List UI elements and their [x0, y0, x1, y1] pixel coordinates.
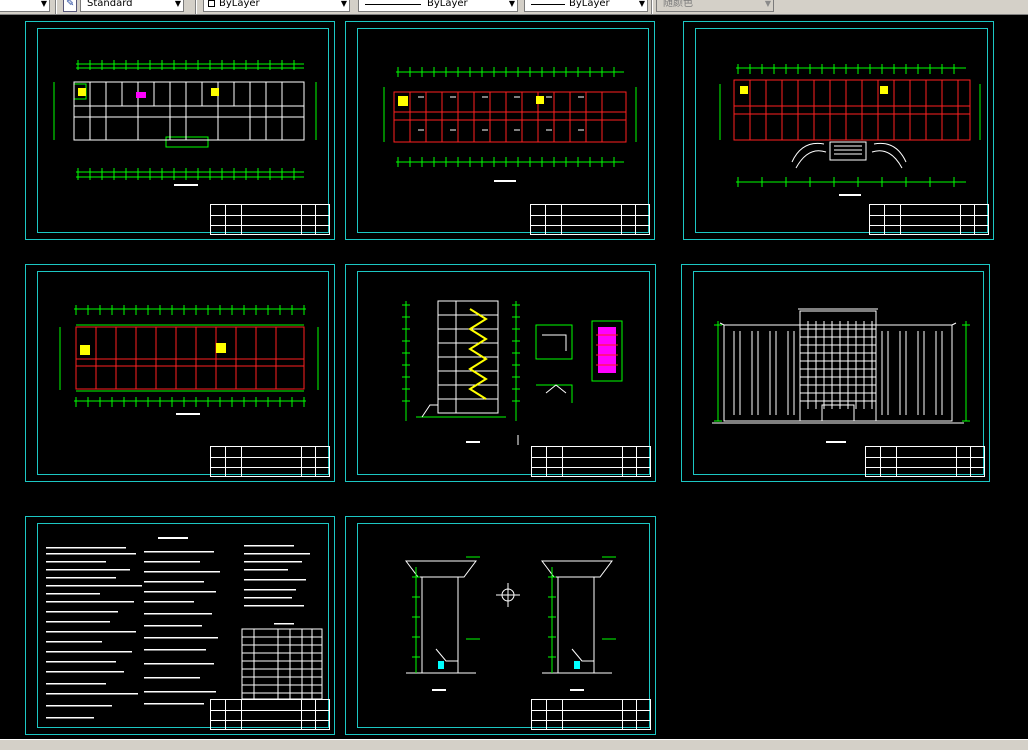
- sheet-inner-border: [357, 28, 649, 233]
- toolbar-left-dropdown[interactable]: ▼: [0, 0, 50, 12]
- toolbar-separator: [195, 0, 197, 14]
- title-block: [531, 446, 651, 477]
- floor-plan-drawing: [719, 64, 981, 196]
- linetype-value: ByLayer: [427, 0, 468, 9]
- status-bar: [0, 739, 1028, 750]
- sheet-inner-border: [37, 28, 329, 233]
- drawing-sheet-floor-plan-1[interactable]: [25, 21, 335, 240]
- floor-plan-drawing: [53, 60, 317, 186]
- text-style-manager-icon[interactable]: ✎: [63, 0, 77, 12]
- properties-toolbar: ▼ ✎ Standard ▼ ByLayer ▼ ByLayer ▼ ByLay…: [0, 0, 1028, 15]
- chevron-down-icon: ▼: [508, 0, 515, 8]
- title-block: [869, 204, 989, 235]
- title-block: [530, 204, 650, 235]
- sheet-inner-border: [357, 523, 650, 728]
- floor-plan-drawing: [59, 305, 319, 415]
- title-block: [865, 446, 985, 477]
- sheet-inner-border: [357, 271, 650, 475]
- wall-section-drawing: [405, 556, 616, 691]
- title-block: [210, 699, 330, 730]
- title-block: [210, 204, 330, 235]
- drawing-sheet-floor-plan-4[interactable]: [25, 264, 335, 482]
- toolbar-separator: [55, 0, 57, 14]
- plot-style-value: 随颜色: [663, 0, 693, 9]
- sheet-inner-border: [693, 271, 984, 475]
- text-style-value: Standard: [87, 0, 133, 9]
- title-block: [531, 699, 651, 730]
- plan-caption: [174, 184, 198, 186]
- floor-plan-drawing: [383, 67, 637, 182]
- drawing-sheet-floor-plan-2[interactable]: [345, 21, 655, 240]
- layer-color-dropdown[interactable]: ByLayer ▼: [203, 0, 350, 12]
- chevron-down-icon: ▼: [174, 0, 181, 8]
- elevation-drawing: [712, 308, 970, 443]
- drawing-sheet-section[interactable]: [345, 264, 656, 482]
- layer-color-value: ByLayer: [219, 0, 260, 9]
- drawing-sheet-floor-plan-3[interactable]: [683, 21, 994, 240]
- title-block: [210, 446, 330, 477]
- drawing-canvas[interactable]: [0, 15, 1028, 739]
- notes-drawing: [46, 537, 323, 719]
- lineweight-value: ByLayer: [569, 0, 610, 9]
- text-style-dropdown[interactable]: Standard ▼: [80, 0, 184, 12]
- toolbar-separator: [651, 0, 653, 14]
- chevron-down-icon: ▼: [638, 0, 645, 8]
- lineweight-dropdown[interactable]: ByLayer ▼: [524, 0, 648, 12]
- drawing-sheet-wall-sections[interactable]: [345, 516, 656, 735]
- color-swatch-icon: [208, 0, 215, 7]
- chevron-down-icon: ▼: [340, 0, 347, 8]
- lineweight-preview: [531, 4, 565, 5]
- drawing-sheet-design-notes[interactable]: [25, 516, 335, 735]
- sheet-inner-border: [695, 28, 988, 233]
- linetype-dropdown[interactable]: ByLayer ▼: [358, 0, 518, 12]
- chevron-down-icon: ▼: [40, 0, 47, 8]
- plot-style-dropdown[interactable]: 随颜色 ▼: [656, 0, 774, 12]
- sheet-inner-border: [37, 523, 329, 728]
- linetype-preview: [365, 4, 421, 5]
- sheet-inner-border: [37, 271, 329, 475]
- drawing-sheet-elevation[interactable]: [681, 264, 990, 482]
- section-drawing: [402, 300, 623, 445]
- chevron-down-icon: ▼: [764, 0, 771, 8]
